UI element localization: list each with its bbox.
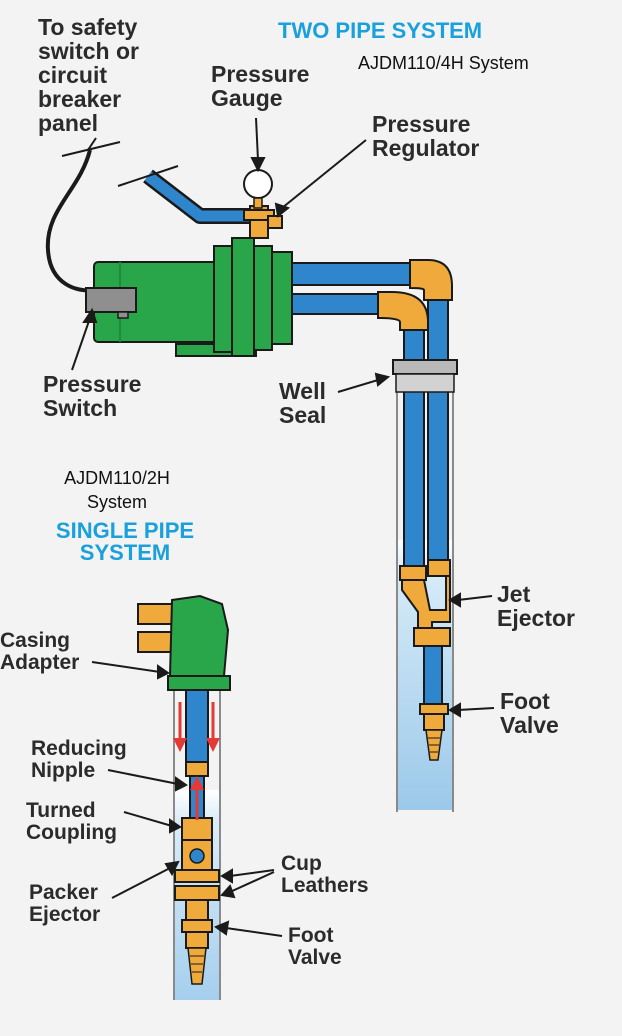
two-pipe-model-label: AJDM110/4H System — [358, 53, 529, 73]
leader-lines — [71, 117, 495, 937]
foot-valve-two-pipe-label: Foot Valve — [500, 688, 559, 738]
foot-valve-two-pipe-part — [419, 703, 449, 761]
gauge-line-pipe — [117, 165, 250, 224]
jet-ejector-label: Jet Ejector — [497, 581, 575, 631]
flow-arrows — [173, 702, 220, 820]
safety-switch-label: To safety switch or circuit breaker pane… — [38, 14, 139, 136]
foot-valve-single-pipe-label: Foot Valve — [288, 924, 342, 969]
pump-assembly — [85, 169, 293, 357]
electrical-wire — [45, 137, 121, 293]
pressure-regulator-label: Pressure Regulator — [372, 111, 480, 161]
jet-ejector-part — [399, 559, 451, 707]
well-seal-label: Well Seal — [279, 378, 327, 428]
turned-coupling-label: Turned Coupling — [26, 799, 117, 844]
single-pipe-model-label: AJDM110/2H System — [64, 468, 170, 512]
two-pipe-system-title: TWO PIPE SYSTEM — [278, 18, 483, 43]
packer-ejector-label: Packer Ejector — [29, 881, 101, 926]
casing-adapter-label: Casing Adapter — [0, 629, 80, 674]
pressure-switch-label: Pressure Switch — [43, 371, 142, 421]
single-pipe-system-title: SINGLE PIPE SYSTEM — [55, 518, 195, 565]
pressure-gauge-label: Pressure Gauge — [211, 61, 310, 111]
cup-leathers-label: Cup Leathers — [281, 852, 369, 897]
reducing-nipple-label: Reducing Nipple — [31, 737, 127, 782]
